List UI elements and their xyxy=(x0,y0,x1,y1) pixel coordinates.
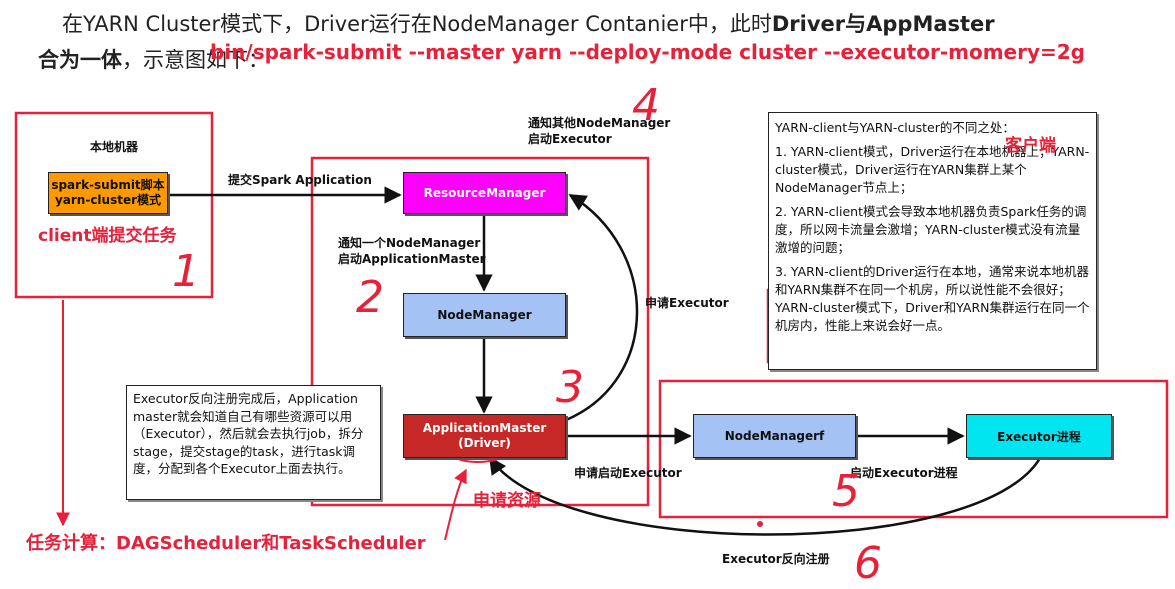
notify-other-label-2: 启动Executor xyxy=(528,132,612,146)
request-executor-arrow xyxy=(565,193,639,422)
spark-submit-line-2: yarn-cluster模式 xyxy=(54,193,162,207)
notify-other-label-1: 通知其他NodeManager xyxy=(528,116,671,130)
header-line-2: 合为一体，示意图如下： xyxy=(38,44,269,74)
application-master-box: ApplicationMaster (Driver) xyxy=(403,414,566,458)
request-start-executor-label: 申请启动Executor xyxy=(574,466,682,480)
submit-label: 提交Spark Application xyxy=(228,173,372,187)
client-submit-caption: client端提交任务 xyxy=(38,226,177,246)
step-number-5: 5 xyxy=(832,466,860,517)
request-resources-annotation: 申请资源 xyxy=(473,491,541,511)
node-manager-box: NodeManager xyxy=(403,293,566,337)
request-executor-label: 申请Executor xyxy=(645,296,729,310)
node-manager-f-box: NodeManagerf xyxy=(693,414,856,458)
header-line-2-bold: 合为一体 xyxy=(38,48,122,72)
notify-one-label-2: 启动ApplicationMaster xyxy=(338,252,486,266)
local-machine-title: 本地机器 xyxy=(90,140,139,154)
client-outline xyxy=(14,111,214,299)
submit-command: bin/spark-submit --master yarn --deploy-… xyxy=(210,40,1085,64)
step-number-1: 1 xyxy=(172,246,200,297)
header-line-1: 在YARN Cluster模式下，Driver运行在NodeManager Co… xyxy=(62,8,995,38)
app-master-line-1: ApplicationMaster xyxy=(422,421,547,435)
cluster-outline xyxy=(310,156,650,507)
executor-register-label: Executor反向注册 xyxy=(722,552,830,566)
header-line-1-text: 在YARN Cluster模式下，Driver运行在NodeManager Co… xyxy=(62,12,772,36)
step-number-3: 3 xyxy=(556,362,584,413)
step-number-6: 6 xyxy=(854,538,882,589)
executor-note: Executor反向注册完成后，Application master就会知道自己… xyxy=(126,385,381,500)
app-master-line-2: (Driver) xyxy=(458,436,511,450)
client-side-annotation: 客户端 xyxy=(1005,136,1056,156)
difference-title: YARN-client与YARN-cluster的不同之处： xyxy=(775,120,1015,135)
spark-submit-line-1: spark-submit脚本 xyxy=(51,178,165,192)
executor-note-text: Executor反向注册完成后，Application master就会知道自己… xyxy=(133,391,364,476)
header-line-2-text: ，示意图如下： xyxy=(122,48,269,72)
red-dot xyxy=(757,521,763,527)
difference-item-3: 3. YARN-client的Driver运行在本地，通常来说本地机器和YARN… xyxy=(775,264,1090,333)
step-number-4: 4 xyxy=(632,80,660,131)
difference-item-2: 2. YARN-client模式会导致本地机器负责Spark任务的调度，所以网卡… xyxy=(775,204,1087,255)
start-executor-process-label: 启动Executor进程 xyxy=(850,466,958,480)
resource-manager-box: ResourceManager xyxy=(403,172,566,214)
request-resources-arrow xyxy=(444,468,467,541)
executor-process-box: Executor进程 xyxy=(966,414,1112,458)
spark-submit-box: spark-submit脚本 yarn-cluster模式 xyxy=(48,172,168,214)
step-number-2: 2 xyxy=(356,272,384,323)
executor-register-arrow xyxy=(488,456,1042,536)
task-compute-annotation: 任务计算：DAGScheduler和TaskScheduler xyxy=(26,533,426,554)
notify-one-label-1: 通知一个NodeManager xyxy=(338,236,481,250)
executor-outline xyxy=(658,379,1169,519)
difference-note: YARN-client与YARN-cluster的不同之处： 1. YARN-c… xyxy=(768,112,1097,370)
difference-item-1: 1. YARN-client模式，Driver运行在本地机器上；YARN-clu… xyxy=(775,144,1090,195)
header-line-1-bold: Driver与AppMaster xyxy=(771,12,995,36)
